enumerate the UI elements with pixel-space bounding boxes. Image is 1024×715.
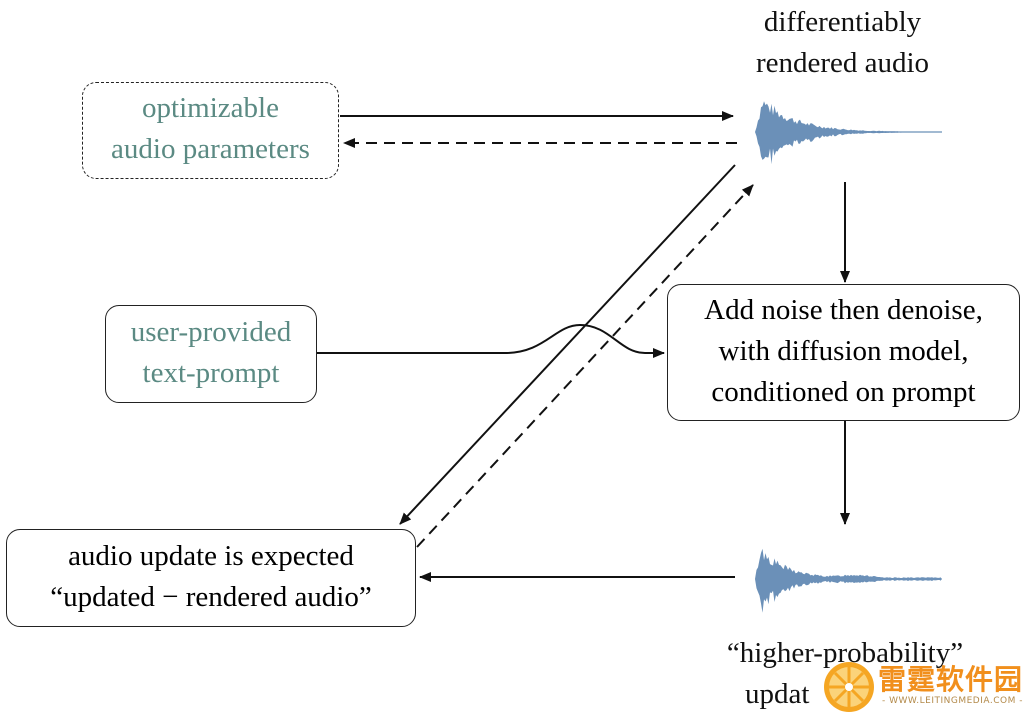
diffusion-line3: conditioned on prompt xyxy=(711,376,976,408)
rendered-audio-label-line2: rendered audio xyxy=(755,47,930,79)
watermark: 雷霆软件园 - WWW.LEITINGMEDIA.COM - xyxy=(822,660,1024,713)
orange-slice-icon xyxy=(824,662,874,712)
higher-probability-line2: updat xyxy=(745,678,810,710)
text-prompt-line1: user-provided xyxy=(130,316,292,348)
diffusion-line1: Add noise then denoise, xyxy=(704,294,983,326)
rendered-audio-waveform xyxy=(755,101,942,165)
audio-update-line2: “updated − rendered audio” xyxy=(50,581,372,613)
updated-audio-waveform xyxy=(755,548,942,613)
watermark-text: 雷霆软件园 xyxy=(878,663,1024,696)
audio-update-line1: audio update is expected xyxy=(68,540,354,572)
audio-parameters-line1: optimizable xyxy=(142,92,279,124)
arrow-update-box-to-audio xyxy=(416,184,754,548)
watermark-subtext: - WWW.LEITINGMEDIA.COM - xyxy=(882,696,1023,706)
audio-parameters-box: optimizable audio parameters xyxy=(82,82,339,179)
arrow-audio-to-update-box xyxy=(399,164,736,525)
rendered-audio-label-line1: differentiably xyxy=(763,6,922,38)
text-prompt-box: user-provided text-prompt xyxy=(105,305,317,403)
diffusion-line2: with diffusion model, xyxy=(718,335,969,367)
diffusion-box: Add noise then denoise, with diffusion m… xyxy=(667,284,1020,421)
audio-parameters-line2: audio parameters xyxy=(111,133,310,165)
rendered-audio-label: differentiably rendered audio xyxy=(700,2,985,84)
audio-update-box: audio update is expected “updated − rend… xyxy=(6,529,416,627)
arrow-prompt-to-diffusion xyxy=(317,323,665,358)
text-prompt-line2: text-prompt xyxy=(142,357,280,389)
